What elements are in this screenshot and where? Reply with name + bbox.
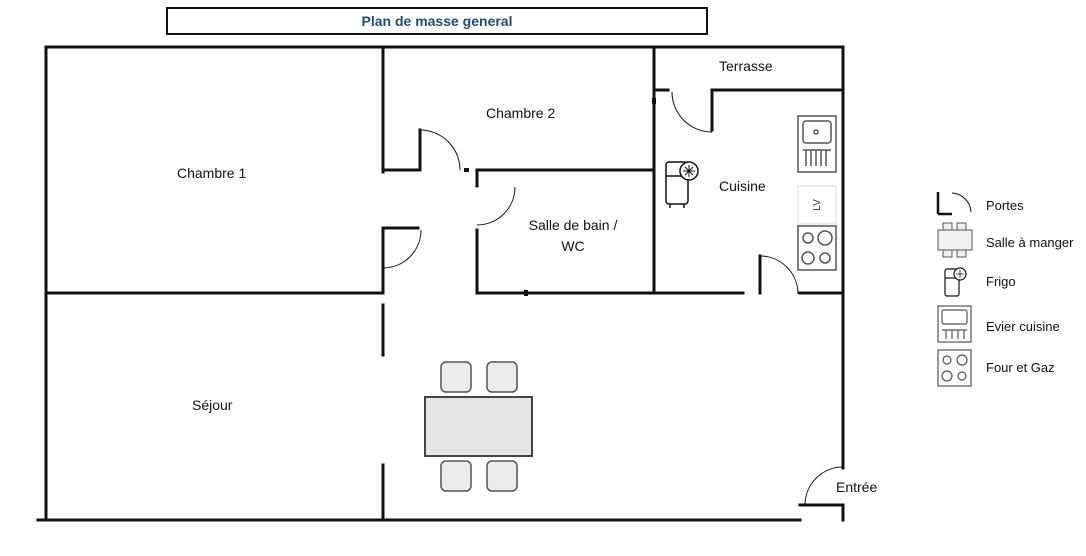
room-sejour: Séjour <box>192 397 233 413</box>
room-chambre-2: Chambre 2 <box>486 105 556 121</box>
room-salle-de-bain-line1: Salle de bain / <box>528 217 618 233</box>
dining-chairs <box>440 361 518 492</box>
door-corridor-chambre2[interactable] <box>419 129 461 171</box>
legend-icons <box>936 192 973 387</box>
wall-markers <box>464 98 656 296</box>
legend-dining-icon <box>937 222 973 258</box>
dishwasher-icon: LV <box>797 185 837 225</box>
door-salle-de-bain[interactable] <box>476 186 516 226</box>
door-swings <box>382 91 844 506</box>
door-terrasse[interactable] <box>671 91 713 133</box>
fridge-icon <box>665 161 699 208</box>
walls <box>36 45 845 522</box>
stove-icon <box>797 225 837 271</box>
door-cuisine[interactable] <box>759 255 799 295</box>
legend-door-icon <box>936 192 972 216</box>
plan-title-box: Plan de masse general <box>166 7 708 35</box>
legend-sink-icon <box>937 305 972 343</box>
room-salle-de-bain: Salle de bain / WC <box>520 217 626 254</box>
legend-four: Four et Gaz <box>986 360 1055 375</box>
legend-frigo: Frigo <box>986 274 1016 289</box>
door-entree[interactable] <box>804 466 844 506</box>
legend-portes: Portes <box>986 198 1024 213</box>
plan-title: Plan de masse general <box>361 13 513 29</box>
dining-table[interactable] <box>424 361 533 492</box>
kitchen-sink-icon <box>797 115 837 173</box>
legend-fridge-icon <box>944 267 967 297</box>
room-chambre-1: Chambre 1 <box>177 165 247 181</box>
room-cuisine: Cuisine <box>719 178 766 194</box>
legend-salle-a-manger: Salle à manger <box>986 235 1074 250</box>
legend-stove-icon <box>937 349 972 387</box>
lv-label: LV <box>812 199 823 211</box>
room-salle-de-bain-line2: WC <box>561 238 585 254</box>
door-corridor-chambre1[interactable] <box>382 229 422 269</box>
legend-evier: Evier cuisine <box>986 319 1060 334</box>
room-terrasse: Terrasse <box>719 58 773 74</box>
room-entree: Entrée <box>836 479 878 495</box>
